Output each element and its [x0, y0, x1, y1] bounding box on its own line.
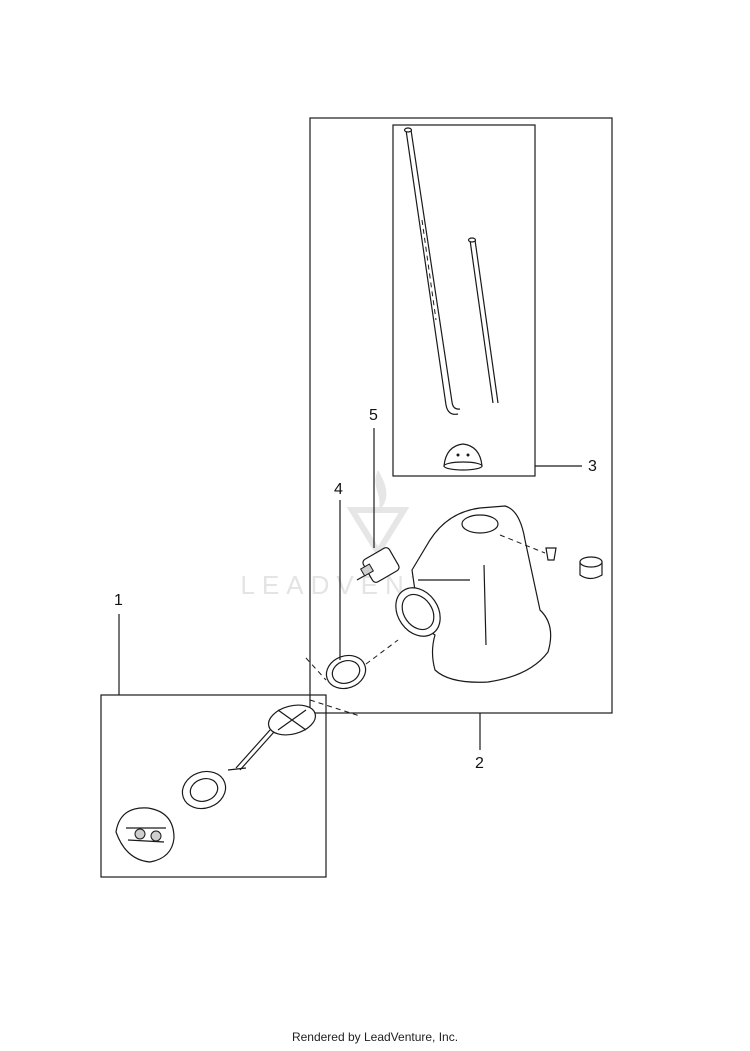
callout-label-1: 1 — [114, 592, 123, 609]
fuel-line-long — [403, 127, 461, 415]
fuel-cap-seal — [181, 770, 227, 810]
fuel-tank — [411, 505, 552, 683]
grommet — [443, 443, 483, 471]
assembly-line-cap — [305, 657, 327, 681]
callout-label-4: 4 — [334, 481, 343, 498]
tank-gasket — [325, 654, 367, 690]
fuel-filter — [356, 547, 400, 583]
tank-neck — [395, 587, 441, 637]
footer-credit: Rendered by LeadVenture, Inc. — [291, 1030, 459, 1044]
tank-vent — [499, 534, 603, 580]
callout-label-2: 2 — [475, 755, 484, 772]
assembly-line-gasket — [365, 639, 399, 665]
fuel-pickup-filter — [227, 704, 317, 771]
group-box-fuel-tank-kit — [309, 117, 613, 714]
fuel-cap — [115, 807, 175, 863]
group-box-fuel-line-kit — [392, 124, 536, 477]
fuel-line-short — [467, 237, 499, 404]
callout-label-3: 3 — [588, 458, 597, 475]
group-box-fuel-cap-kit — [100, 694, 327, 878]
callout-label-5: 5 — [369, 407, 378, 424]
leadventure-logo-icon — [346, 470, 410, 558]
